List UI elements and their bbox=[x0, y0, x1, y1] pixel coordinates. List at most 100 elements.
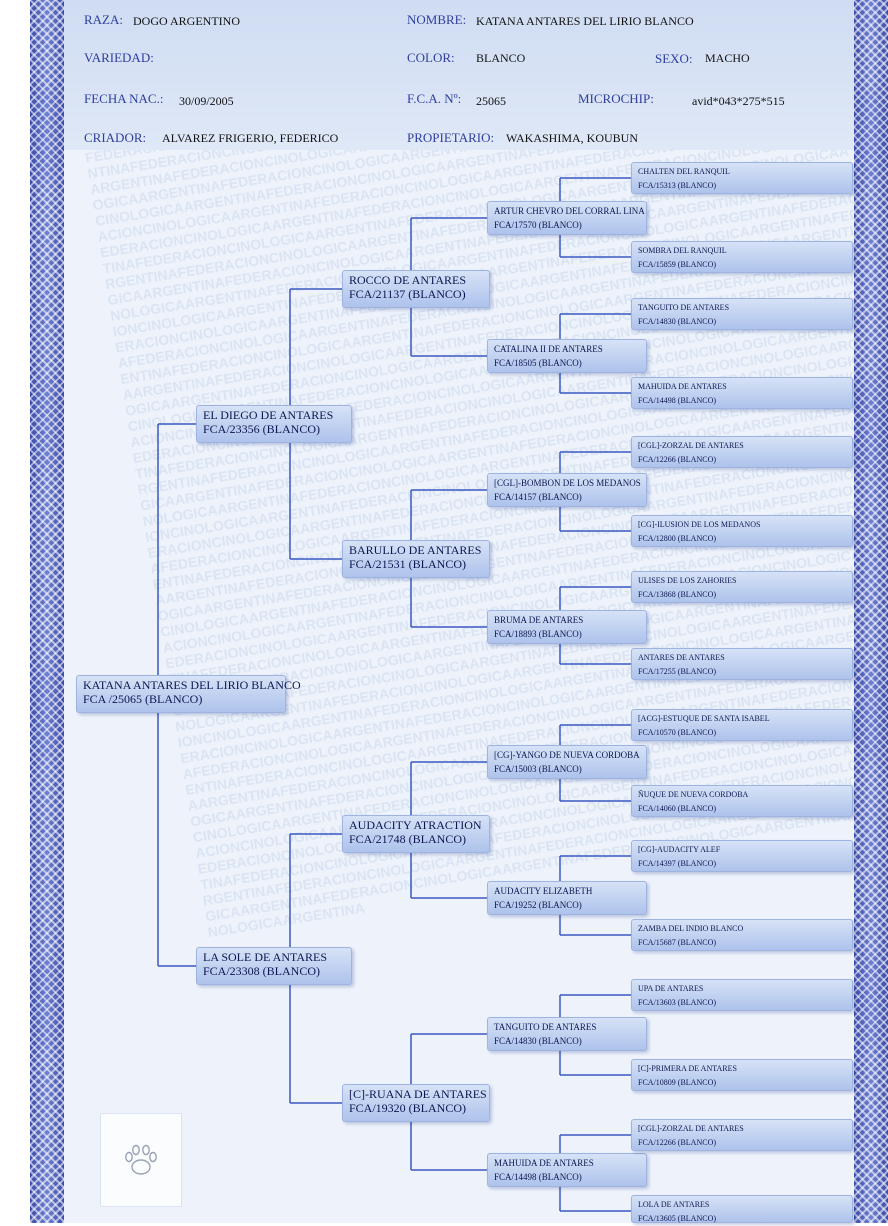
dog-name: SOMBRA DEL RANQUIL bbox=[638, 246, 727, 255]
dog-registration: FCA/14397 (BLANCO) bbox=[638, 859, 717, 868]
dog-name: ROCCO DE ANTARES bbox=[349, 273, 467, 287]
dog-registration: FCA/12266 (BLANCO) bbox=[638, 1138, 717, 1147]
dog-registration: FCA/17255 (BLANCO) bbox=[638, 667, 717, 676]
pedigree-grandparent: AUDACITY ATRACTION FCA/21748 (BLANCO) bbox=[342, 815, 490, 853]
fca-number-value: 25065 bbox=[476, 94, 506, 108]
dog-registration: FCA /25065 (BLANCO) bbox=[83, 692, 203, 706]
dog-name: ZAMBA DEL INDIO BLANCO bbox=[638, 924, 744, 933]
dog-registration: FCA/14830 (BLANCO) bbox=[494, 1036, 582, 1046]
microchip-value: avid*043*275*515 bbox=[692, 94, 785, 108]
pedigree-gg-grandparent: UPA DE ANTARES FCA/13603 (BLANCO) bbox=[631, 979, 853, 1011]
pedigree-great-grandparent: ARTUR CHEVRO DEL CORRAL LINA FCA/17570 (… bbox=[487, 201, 647, 235]
dog-name: [C]-PRIMERA DE ANTARES bbox=[638, 1064, 737, 1073]
left-border-guilloche bbox=[30, 0, 64, 1223]
dog-registration: FCA/18893 (BLANCO) bbox=[494, 629, 582, 639]
sexo-label: SEXO: bbox=[655, 51, 693, 66]
pedigree-gg-grandparent: [CG]-AUDACITY ALEF FCA/14397 (BLANCO) bbox=[631, 840, 853, 872]
dog-registration: FCA/15687 (BLANCO) bbox=[638, 938, 717, 947]
color-value: BLANCO bbox=[476, 51, 526, 65]
fca-number-label: F.C.A. Nº: bbox=[407, 91, 462, 106]
pedigree-great-grandparent: AUDACITY ELIZABETH FCA/19252 (BLANCO) bbox=[487, 881, 647, 915]
right-border-guilloche bbox=[854, 0, 888, 1223]
dog-registration: FCA/13605 (BLANCO) bbox=[638, 1214, 717, 1223]
dog-registration: FCA/17570 (BLANCO) bbox=[494, 220, 582, 230]
dog-name: ARTUR CHEVRO DEL CORRAL LINA bbox=[494, 206, 645, 216]
nombre-value: KATANA ANTARES DEL LIRIO BLANCO bbox=[476, 14, 694, 28]
pedigree-gg-grandparent: [ACG]-ESTUQUE DE SANTA ISABEL FCA/10570 … bbox=[631, 709, 853, 741]
dog-name: [CG]-ILUSION DE LOS MEDANOS bbox=[638, 520, 761, 529]
raza-label: RAZA: bbox=[84, 12, 123, 27]
pedigree-great-grandparent: MAHUIDA DE ANTARES FCA/14498 (BLANCO) bbox=[487, 1153, 647, 1187]
propietario-label: PROPIETARIO: bbox=[407, 130, 495, 145]
dog-name: [CGL]-ZORZAL DE ANTARES bbox=[638, 441, 744, 450]
certificate-paper: FEDERACIONCINOLOGICAARGENTINAFEDERACIONC… bbox=[64, 0, 854, 1223]
nombre-label: NOMBRE: bbox=[407, 12, 467, 27]
dog-name: TANGUITO DE ANTARES bbox=[494, 1022, 597, 1032]
dog-registration: FCA/19252 (BLANCO) bbox=[494, 900, 582, 910]
pedigree-gg-grandparent: LOLA DE ANTARES FCA/13605 (BLANCO) bbox=[631, 1195, 853, 1223]
pedigree-grandparent: [C]-RUANA DE ANTARES FCA/19320 (BLANCO) bbox=[342, 1084, 490, 1122]
dog-name: [ACG]-ESTUQUE DE SANTA ISABEL bbox=[638, 714, 770, 723]
pedigree-gg-grandparent: CHALTEN DEL RANQUIL FCA/15313 (BLANCO) bbox=[631, 162, 853, 194]
dog-registration: FCA/23356 (BLANCO) bbox=[203, 422, 321, 436]
dog-registration: FCA/12266 (BLANCO) bbox=[638, 455, 717, 464]
pedigree-gg-grandparent: ZAMBA DEL INDIO BLANCO FCA/15687 (BLANCO… bbox=[631, 919, 853, 951]
dog-name: [C]-RUANA DE ANTARES bbox=[349, 1087, 487, 1101]
dog-name: CATALINA II DE ANTARES bbox=[494, 344, 603, 354]
dog-registration: FCA/21531 (BLANCO) bbox=[349, 557, 467, 571]
fecha-nac-value: 30/09/2005 bbox=[179, 94, 234, 108]
dog-registration: FCA/10570 (BLANCO) bbox=[638, 728, 717, 737]
pedigree-grandparent: BARULLO DE ANTARES FCA/21531 (BLANCO) bbox=[342, 540, 490, 578]
microchip-label: MICROCHIP: bbox=[578, 91, 654, 106]
paw-icon bbox=[125, 1144, 157, 1175]
dog-registration: FCA/10809 (BLANCO) bbox=[638, 1078, 717, 1087]
dog-name: [CG]-AUDACITY ALEF bbox=[638, 845, 721, 854]
propietario-value: WAKASHIMA, KOUBUN bbox=[506, 131, 638, 145]
dog-name: ÑUQUE DE NUEVA CORDOBA bbox=[638, 790, 749, 799]
pedigree-great-grandparent: CATALINA II DE ANTARES FCA/18505 (BLANCO… bbox=[487, 339, 647, 373]
dog-registration: FCA/13603 (BLANCO) bbox=[638, 998, 717, 1007]
dog-registration: FCA/21137 (BLANCO) bbox=[349, 287, 466, 301]
dog-name: EL DIEGO DE ANTARES bbox=[203, 408, 334, 422]
dog-registration: FCA/15859 (BLANCO) bbox=[638, 260, 717, 269]
pedigree-gg-grandparent: ÑUQUE DE NUEVA CORDOBA FCA/14060 (BLANCO… bbox=[631, 785, 853, 817]
criador-value: ALVAREZ FRIGERIO, FEDERICO bbox=[162, 131, 339, 145]
dog-name: TANGUITO DE ANTARES bbox=[638, 303, 730, 312]
pedigree-great-grandparent: [CGL]-BOMBON DE LOS MEDANOS FCA/14157 (B… bbox=[487, 473, 647, 507]
sexo-value: MACHO bbox=[705, 51, 750, 65]
variedad-label: VARIEDAD: bbox=[84, 50, 154, 65]
dog-name: LA SOLE DE ANTARES bbox=[203, 950, 328, 964]
dog-registration: FCA/19320 (BLANCO) bbox=[349, 1101, 467, 1115]
dog-registration: FCA/18505 (BLANCO) bbox=[494, 358, 582, 368]
dog-name: KATANA ANTARES DEL LIRIO BLANCO bbox=[83, 678, 301, 692]
dog-registration: FCA/15313 (BLANCO) bbox=[638, 181, 717, 190]
dog-name: BARULLO DE ANTARES bbox=[349, 543, 482, 557]
pedigree-dam: LA SOLE DE ANTARES FCA/23308 (BLANCO) bbox=[196, 947, 352, 985]
pedigree-gg-grandparent: [CGL]-ZORZAL DE ANTARES FCA/12266 (BLANC… bbox=[631, 436, 853, 468]
dog-registration: FCA/14060 (BLANCO) bbox=[638, 804, 717, 813]
fecha-nac-label: FECHA NAC.: bbox=[84, 91, 164, 106]
dog-name: AUDACITY ATRACTION bbox=[349, 818, 482, 832]
pedigree-gg-grandparent: SOMBRA DEL RANQUIL FCA/15859 (BLANCO) bbox=[631, 241, 853, 273]
pedigree-sire: EL DIEGO DE ANTARES FCA/23356 (BLANCO) bbox=[196, 405, 352, 443]
dog-name: ULISES DE LOS ZAHORIES bbox=[638, 576, 737, 585]
pedigree-gg-grandparent: ULISES DE LOS ZAHORIES FCA/13868 (BLANCO… bbox=[631, 571, 853, 603]
dog-name: MAHUIDA DE ANTARES bbox=[638, 382, 727, 391]
dog-registration: FCA/14498 (BLANCO) bbox=[638, 396, 717, 405]
pedigree-gg-grandparent: MAHUIDA DE ANTARES FCA/14498 (BLANCO) bbox=[631, 377, 853, 409]
dog-name: MAHUIDA DE ANTARES bbox=[494, 1158, 594, 1168]
dog-registration: FCA/14830 (BLANCO) bbox=[638, 317, 717, 326]
header-panel bbox=[64, 0, 854, 150]
dog-registration: FCA/21748 (BLANCO) bbox=[349, 832, 467, 846]
color-label: COLOR: bbox=[407, 50, 455, 65]
criador-label: CRIADOR: bbox=[84, 130, 147, 145]
paw-print-logo bbox=[100, 1113, 182, 1207]
dog-registration: FCA/14157 (BLANCO) bbox=[494, 492, 582, 502]
dog-name: CHALTEN DEL RANQUIL bbox=[638, 167, 730, 176]
pedigree-gg-grandparent: [CG]-ILUSION DE LOS MEDANOS FCA/12800 (B… bbox=[631, 515, 853, 547]
pedigree-grandparent: ROCCO DE ANTARES FCA/21137 (BLANCO) bbox=[342, 270, 490, 308]
dog-registration: FCA/23308 (BLANCO) bbox=[203, 964, 321, 978]
dog-registration: FCA/13868 (BLANCO) bbox=[638, 590, 717, 599]
dog-name: BRUMA DE ANTARES bbox=[494, 615, 584, 625]
pedigree-great-grandparent: TANGUITO DE ANTARES FCA/14830 (BLANCO) bbox=[487, 1017, 647, 1051]
